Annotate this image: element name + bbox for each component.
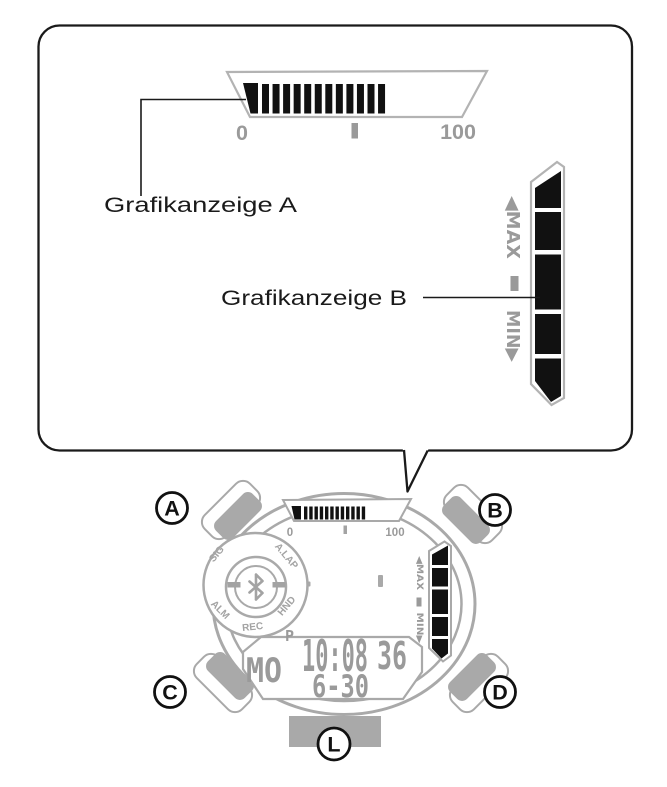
- display-b-small: ◀MAX MIN▶: [414, 540, 452, 663]
- bar-segment: [346, 84, 354, 114]
- button-d-badge: [483, 675, 517, 709]
- bar-segment: [304, 84, 312, 114]
- lcd-day: MO: [246, 651, 282, 691]
- pusher-d: [448, 653, 496, 701]
- b-segment: [535, 254, 561, 310]
- bar-segment: [335, 506, 339, 520]
- bluetooth-icon: [248, 573, 264, 601]
- button-badges: A B C D L: [153, 491, 517, 762]
- bar-graph: [262, 84, 386, 114]
- scale-max-label: 100: [385, 527, 404, 539]
- bar-segment: [351, 506, 355, 520]
- bar-segment: [367, 84, 375, 114]
- b-mid-tick: [416, 597, 422, 607]
- pusher-c: [206, 652, 254, 700]
- b-segment: [535, 212, 561, 250]
- bar-segment: [335, 84, 343, 114]
- bar-segment: [319, 506, 324, 520]
- bubble-outline: [37, 24, 634, 452]
- b-segment: [432, 568, 448, 587]
- bar-segment: [262, 84, 269, 114]
- pusher-b: [442, 496, 490, 544]
- max-label: ◀MAX: [414, 556, 424, 591]
- button-b-label: B: [487, 499, 503, 523]
- callout-line-a: [140, 98, 246, 196]
- bar-segment: [325, 506, 329, 520]
- bar-graph: [304, 506, 366, 520]
- lcd-panel: MO P 10:08 36 6-30: [241, 627, 424, 705]
- label-grafikanzeige-a: Grafikanzeige A: [104, 193, 298, 217]
- scale-max-label: 100: [440, 120, 476, 144]
- bluetooth-left-dash: [227, 582, 241, 588]
- bezel-label-rec: REC: [242, 621, 264, 634]
- subdial-mid-ring: [224, 555, 288, 619]
- watch-illustration: SIG A.LAP ALM REC HND 0 100 ◀MAX MIN▶: [153, 479, 517, 762]
- scale-mid-tick: [351, 123, 358, 139]
- bar-segment: [304, 506, 308, 520]
- label-grafikanzeige-b: Grafikanzeige B: [221, 286, 407, 310]
- lcd-pm-indicator: P: [285, 627, 294, 645]
- scale-mid-tick: [343, 525, 347, 534]
- button-a-badge: [155, 491, 189, 525]
- bar-segment: [325, 84, 333, 114]
- button-a-label: A: [164, 497, 180, 521]
- b-segment: [535, 314, 561, 354]
- button-l-label: L: [327, 733, 340, 757]
- button-c-badge: [153, 675, 187, 709]
- button-c-label: C: [162, 681, 178, 705]
- bubble-tail-outline: [402, 449, 429, 493]
- dial-index-mark: [378, 575, 383, 587]
- button-d-label: D: [492, 681, 508, 705]
- b-mid-tick: [510, 276, 519, 291]
- bar-segment: [356, 506, 360, 520]
- lcd-outline: [241, 635, 424, 701]
- bar-segment: [272, 84, 280, 114]
- bar-segment: [309, 506, 313, 520]
- scale-min-label: 0: [236, 121, 248, 145]
- mode-subdial: SIG A.LAP ALM REC HND: [202, 531, 309, 639]
- pushers: [206, 492, 496, 701]
- display-a-large: 0 100: [225, 69, 489, 145]
- b-segment: [432, 589, 448, 614]
- bar-segment: [283, 84, 291, 114]
- bar-segment: [293, 84, 301, 114]
- min-label: MIN▶: [414, 613, 424, 645]
- bar-lead-wedge: [291, 506, 301, 520]
- b-segment: [432, 545, 448, 565]
- bar-segment: [346, 506, 350, 520]
- b-segment: [535, 171, 561, 208]
- bar-segment: [356, 84, 364, 114]
- callout-bubble: [37, 24, 634, 493]
- lcd-seconds: 36: [377, 634, 407, 678]
- button-b-badge: [478, 493, 512, 527]
- bar-segment: [314, 84, 322, 114]
- b-segment: [432, 639, 448, 659]
- lcd-date: 6-30: [312, 669, 369, 705]
- bluetooth-right-dash: [272, 582, 286, 588]
- bar-segment: [378, 84, 386, 114]
- lcd-time: 10:08: [302, 631, 368, 682]
- bar-lead-wedge: [243, 83, 258, 114]
- pusher-a: [214, 492, 262, 540]
- bar-segment: [361, 506, 366, 520]
- b-segment: [432, 617, 448, 636]
- bar-segment: [330, 506, 334, 520]
- bar-segment: [340, 506, 345, 520]
- display-b-large: ◀MAX MIN▶: [502, 160, 566, 407]
- button-l-badge: [316, 726, 352, 762]
- min-label: MIN▶: [502, 310, 523, 362]
- max-label: ◀MAX: [502, 196, 523, 259]
- display-a-small: 0 100: [281, 497, 413, 539]
- scale-min-label: 0: [287, 527, 293, 539]
- b-segment: [535, 358, 561, 402]
- bar-segment: [314, 506, 318, 520]
